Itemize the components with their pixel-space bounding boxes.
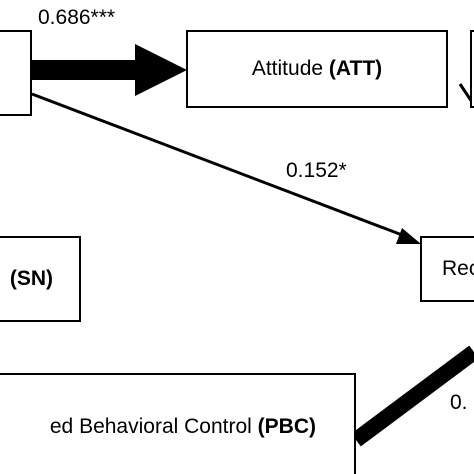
node-pbc-name: ed Behavioral Control — [49, 415, 258, 438]
node-subjective-norm: (SN) — [0, 236, 81, 322]
edge-to-rec-arrowhead — [396, 228, 421, 244]
node-right-top — [470, 30, 474, 108]
node-rec: Rec — [420, 236, 474, 302]
edge-to-rec-label: 0.152* — [286, 159, 347, 182]
edge-to-att-arrowhead — [135, 44, 187, 96]
node-left-top — [0, 30, 32, 116]
node-pbc: ed Behavioral Control (PBC) — [0, 373, 356, 474]
edge-to-rec-line — [31, 92, 411, 240]
edge-pbc-to-rec-label: 0. — [450, 391, 468, 414]
edge-pbc-to-rec-line — [351, 345, 474, 447]
node-pbc-abbr: (PBC) — [257, 415, 316, 438]
node-attitude-name: Attitude — [251, 57, 329, 80]
node-rec-name: Rec — [442, 257, 474, 280]
node-sn-abbr: (SN) — [9, 267, 53, 290]
node-attitude: Attitude (ATT) — [186, 30, 448, 108]
edge-to-att-label: 0.686*** — [38, 6, 116, 29]
node-attitude-abbr: (ATT) — [328, 57, 383, 80]
